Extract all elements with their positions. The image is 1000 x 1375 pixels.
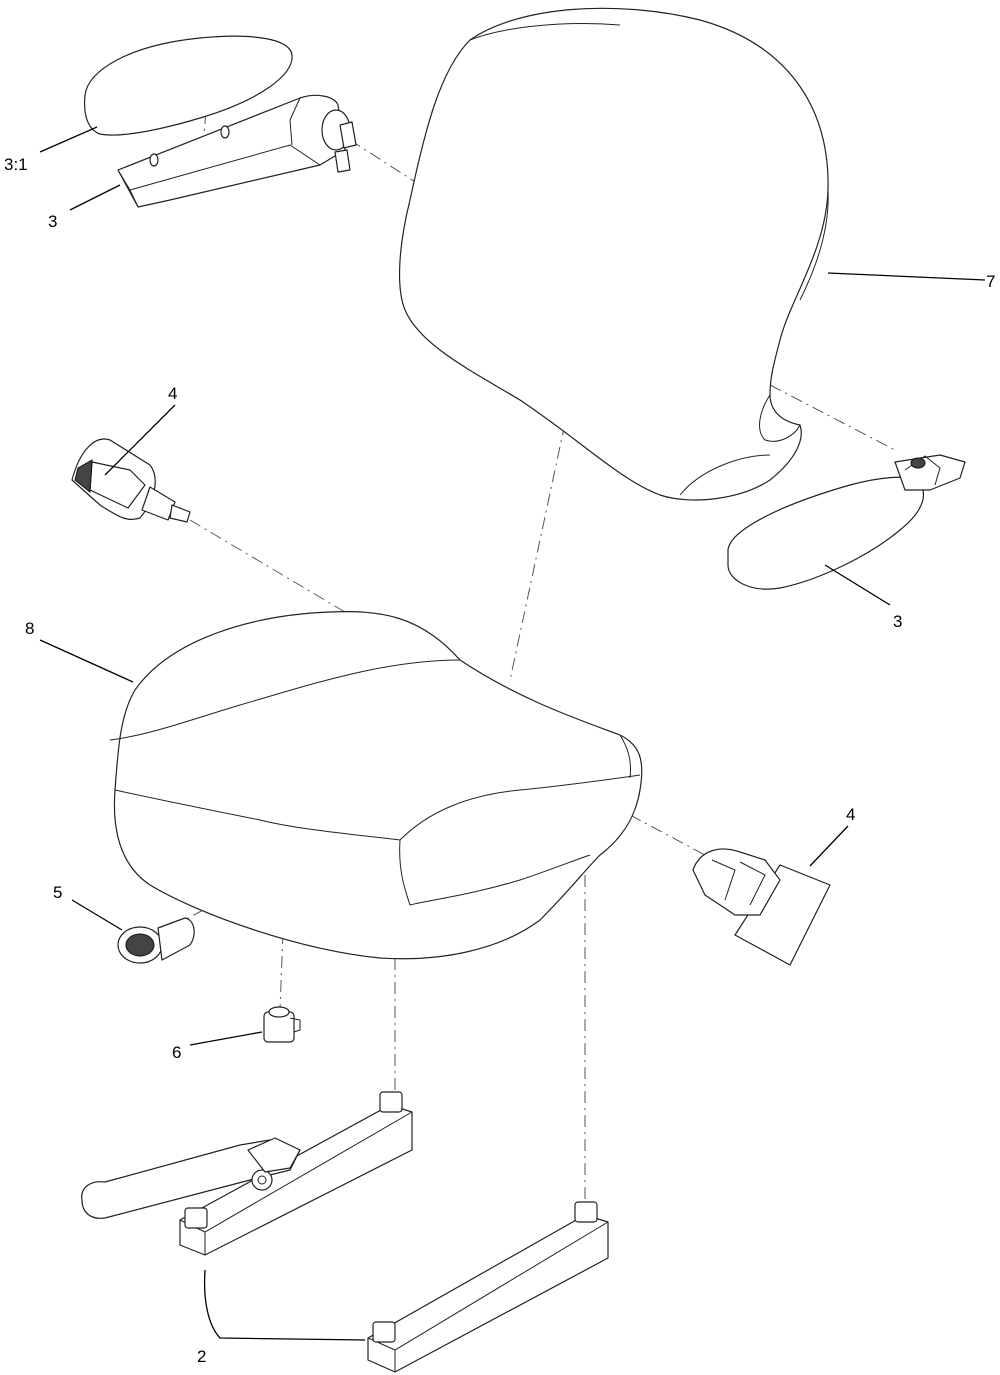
callout-4-right: 4: [846, 805, 855, 824]
armrest-right: [727, 454, 966, 590]
callout-labels: 3:1 3 7 4 3 8 4 5 6 2: [4, 155, 995, 1366]
callout-4-top: 4: [168, 384, 177, 403]
seat-switch: [263, 1006, 301, 1043]
seat-belt-latch-upper: [71, 438, 191, 523]
seat-rail-lower: [367, 1201, 609, 1373]
callout-3-top: 3: [48, 212, 57, 231]
leader-lines: [39, 126, 986, 1341]
armrest-bracket-top: [117, 94, 357, 208]
callout-5: 5: [53, 883, 62, 902]
callout-8: 8: [25, 619, 34, 638]
armrest-pad-top: [83, 35, 293, 136]
seat-rail-upper: [179, 1091, 413, 1256]
seat-belt-latch-right: [692, 848, 831, 966]
callout-3-1: 3:1: [4, 155, 28, 174]
backrest: [398, 7, 829, 501]
callout-3-right: 3: [893, 612, 902, 631]
seat-release-lever: [81, 1137, 301, 1219]
seat-cushion: [109, 611, 643, 960]
callout-2: 2: [197, 1347, 206, 1366]
callout-7: 7: [986, 272, 995, 291]
callout-6: 6: [172, 1043, 181, 1062]
adjustment-knob: [117, 917, 195, 964]
